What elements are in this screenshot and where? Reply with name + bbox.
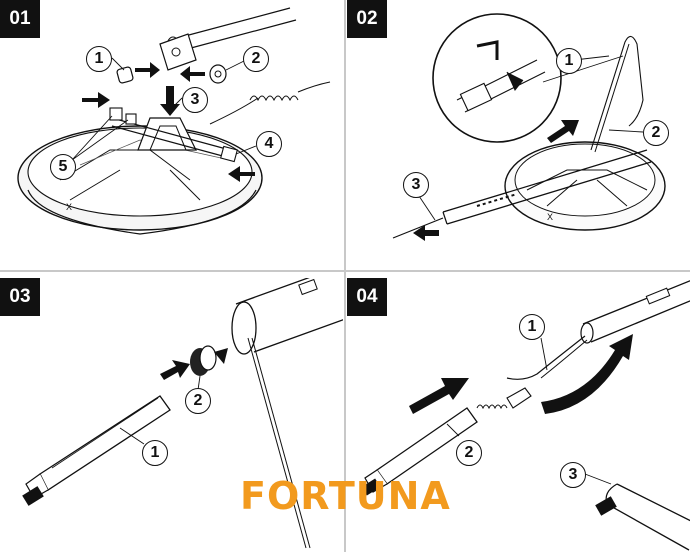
arrow-left-icon bbox=[228, 166, 255, 182]
panel-step-02: X 02 1 2 3 bbox=[347, 0, 690, 274]
svg-text:X: X bbox=[66, 202, 72, 212]
brand-logo: FORTUNA bbox=[240, 474, 460, 524]
svg-text:X: X bbox=[547, 212, 553, 222]
step-label: 02 bbox=[347, 0, 387, 38]
callout-number: 3 bbox=[560, 462, 586, 488]
cable-routing-illustration: X bbox=[392, 13, 666, 241]
step-label: 03 bbox=[0, 278, 40, 316]
arrow-icon bbox=[547, 120, 579, 143]
callout-number: 2 bbox=[643, 120, 669, 146]
panel-divider-horizontal bbox=[0, 270, 690, 272]
arrow-right-icon bbox=[82, 92, 110, 108]
callout-number: 2 bbox=[185, 388, 211, 414]
arrow-icon bbox=[160, 360, 190, 380]
callout-number: 1 bbox=[142, 440, 168, 466]
callout-number: 1 bbox=[86, 46, 112, 72]
cable-connection-illustration bbox=[361, 280, 690, 551]
panel-step-01: X 01 1 2 3 4 5 bbox=[0, 0, 343, 274]
arrow-icon bbox=[409, 378, 469, 414]
panel-step-03: 03 1 2 bbox=[0, 278, 343, 552]
step-label: 01 bbox=[0, 0, 40, 38]
callout-number: 2 bbox=[243, 46, 269, 72]
callout-number: 5 bbox=[50, 154, 76, 180]
arrow-right-icon bbox=[135, 62, 160, 78]
panel-divider-vertical bbox=[344, 0, 346, 552]
callout-number: 4 bbox=[256, 131, 282, 157]
callout-number: 3 bbox=[182, 87, 208, 113]
callout-number: 1 bbox=[556, 48, 582, 74]
step-label: 04 bbox=[347, 278, 387, 316]
arrow-left-icon bbox=[413, 225, 439, 241]
handle-insertion-illustration bbox=[22, 278, 343, 549]
arrow-down-icon bbox=[160, 86, 180, 116]
arrow-left-icon bbox=[180, 66, 205, 82]
callout-number: 3 bbox=[403, 172, 429, 198]
panel-step-04: 04 1 2 3 bbox=[347, 278, 690, 552]
callout-number: 1 bbox=[519, 314, 545, 340]
curved-arrow-icon bbox=[541, 334, 633, 414]
brand-logo-text: FORTUNA bbox=[240, 474, 451, 518]
coil-assembly-illustration: X bbox=[17, 7, 331, 235]
callout-number: 2 bbox=[456, 440, 482, 466]
